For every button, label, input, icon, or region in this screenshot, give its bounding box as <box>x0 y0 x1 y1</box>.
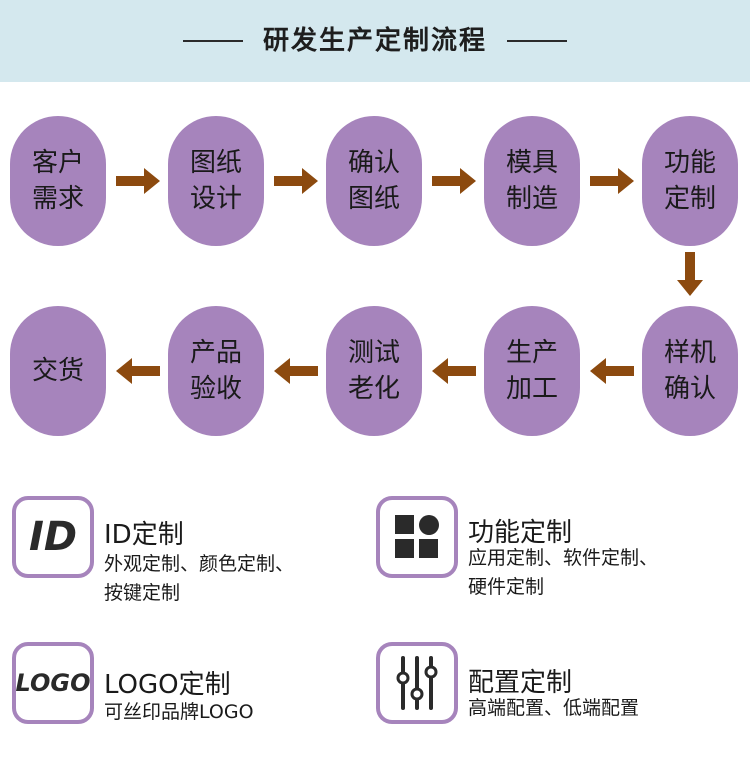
step-test-aging: 测试 老化 <box>326 306 422 436</box>
arrow-left-icon <box>274 358 318 384</box>
header-right-rule <box>507 40 567 42</box>
step-mold-making: 模具 制造 <box>484 116 580 246</box>
step-label: 样机 确认 <box>663 338 716 404</box>
step-function-custom: 功能 定制 <box>642 116 738 246</box>
sliders-icon <box>376 642 458 724</box>
step-label: 功能 定制 <box>663 148 716 214</box>
grid-icon-glyph <box>395 515 439 558</box>
step-delivery: 交货 <box>10 306 106 436</box>
feature-desc-config: 高端配置、低端配置 <box>468 697 640 719</box>
arrow-left-icon <box>116 358 160 384</box>
step-label: 产品 验收 <box>189 338 242 404</box>
step-customer-demand: 客户 需求 <box>10 116 106 246</box>
feature-desc-id: 外观定制、颜色定制、 按键定制 <box>104 553 295 604</box>
id-icon: ID <box>12 496 94 578</box>
arrow-left-icon <box>590 358 634 384</box>
header-left-rule <box>183 40 243 42</box>
sliders-icon-glyph <box>396 656 438 710</box>
header-banner: 研发生产定制流程 <box>0 0 750 82</box>
logo-icon-text: LOGO <box>15 669 91 697</box>
step-label: 交货 <box>31 356 84 386</box>
feature-title-config: 配置定制 <box>468 668 573 698</box>
step-label: 客户 需求 <box>31 148 84 214</box>
feature-desc-logo: 可丝印品牌LOGO <box>104 701 254 723</box>
feature-title-function: 功能定制 <box>468 518 573 548</box>
feature-title-logo: LOGO定制 <box>104 670 231 700</box>
feature-desc-function: 应用定制、软件定制、 硬件定制 <box>468 547 659 598</box>
step-sample-confirm: 样机 确认 <box>642 306 738 436</box>
step-label: 确认 图纸 <box>347 148 400 214</box>
step-product-acceptance: 产品 验收 <box>168 306 264 436</box>
step-label: 模具 制造 <box>505 148 558 214</box>
step-label: 测试 老化 <box>347 338 400 404</box>
arrow-left-icon <box>432 358 476 384</box>
step-confirm-drawing: 确认 图纸 <box>326 116 422 246</box>
step-production: 生产 加工 <box>484 306 580 436</box>
page-title: 研发生产定制流程 <box>262 26 487 56</box>
step-label: 图纸 设计 <box>189 148 242 214</box>
arrow-right-icon <box>274 168 318 194</box>
arrow-right-icon <box>590 168 634 194</box>
arrow-right-icon <box>116 168 160 194</box>
step-drawing-design: 图纸 设计 <box>168 116 264 246</box>
arrow-right-icon <box>432 168 476 194</box>
id-icon-text: ID <box>28 514 78 560</box>
grid-icon <box>376 496 458 578</box>
feature-title-id: ID定制 <box>104 520 184 550</box>
step-label: 生产 加工 <box>505 338 558 404</box>
arrow-down-icon <box>677 252 703 296</box>
logo-icon: LOGO <box>12 642 94 724</box>
